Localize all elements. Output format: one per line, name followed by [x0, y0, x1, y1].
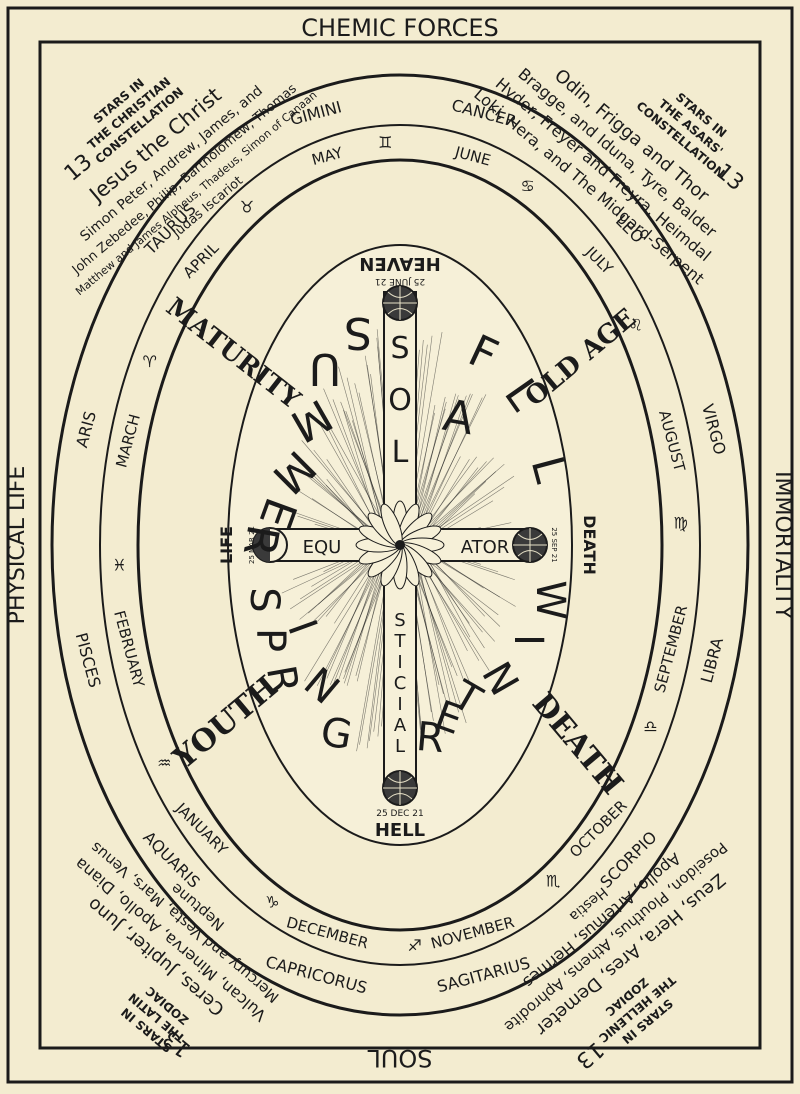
zodiac-symbol-icon: ♋	[520, 176, 534, 195]
globe-right	[512, 527, 548, 563]
border-bottom-label: SOUL	[367, 1044, 433, 1072]
cross-vertical-top-text: S O L	[388, 331, 412, 470]
zodiac-symbol-icon: ♉	[240, 197, 254, 216]
zodiac-symbol-icon: ♏	[546, 872, 560, 891]
sticial-letter: I	[397, 694, 402, 715]
center-flower	[355, 500, 445, 590]
winter-letter: I	[505, 634, 551, 646]
summer-letter: S	[344, 307, 372, 358]
zodiac-month-november: NOVEMBER	[429, 913, 516, 953]
zodiac-symbol-icon: ♊	[378, 133, 392, 152]
zodiac-month-april: APRIL	[180, 239, 223, 282]
life-label: LIFE	[217, 526, 236, 564]
heaven-label: HEAVEN	[359, 253, 440, 274]
summer-letter: U	[309, 343, 341, 394]
spring-letter: S	[241, 587, 287, 612]
zodiac-ring-middle	[99, 124, 701, 966]
date-right: 25 SEP 21	[550, 527, 558, 562]
date-bottom: 25 DEC 21	[376, 809, 424, 819]
zodiac-sign-pisces: PISCES	[72, 631, 105, 690]
zodiac-month-may: MAY	[310, 143, 346, 169]
date-top: 25 JUNE 21	[375, 276, 425, 286]
zodiac-sign-virgo: VIRGO	[698, 402, 730, 457]
zodiac-month-june: JUNE	[452, 143, 493, 170]
death-age-label: DEATH	[525, 686, 630, 801]
equ-label: EQU	[303, 537, 342, 558]
border-left-label: PHYSICAL LIFE	[5, 466, 30, 625]
sol-letter-2: O	[388, 383, 412, 418]
zodiac-symbol-icon: ♑	[265, 893, 279, 912]
sticial-letter: C	[394, 673, 407, 694]
inner-frame	[38, 40, 762, 1050]
winter-letter: R	[414, 714, 446, 762]
sticial-letter: I	[397, 652, 402, 673]
winter-letter: W	[527, 580, 573, 620]
zodiac-sign-aris: ARIS	[72, 409, 100, 450]
globe-top	[382, 285, 418, 321]
border-right-label: IMMORTALITY	[770, 471, 795, 619]
ator-label: ATOR	[461, 537, 510, 558]
sol-letter-1: S	[390, 331, 409, 366]
sticial-letter: S	[394, 610, 405, 631]
sticial-letter: A	[394, 715, 407, 736]
sticial-letter: T	[394, 631, 407, 652]
zodiac-symbol-icon: ♍	[673, 513, 687, 532]
outer-frame	[6, 6, 794, 1084]
zodiac-symbol-icon: ♌	[628, 316, 642, 335]
globe-left	[252, 527, 288, 563]
zodiac-ring-outer	[50, 73, 750, 1017]
christian-constellation: 13 STARS IN THE CHRISTIAN CONSTELLATION …	[60, 75, 320, 299]
hell-label: HELL	[375, 820, 425, 841]
zodiac-symbol-icon: ♈	[142, 352, 156, 371]
christian-count: 13	[60, 149, 98, 186]
zodiac-month-march: MARCH	[112, 412, 144, 469]
zodiac-symbol-icon: ♐	[408, 936, 422, 955]
old-age-label: OLD AGE	[520, 303, 642, 413]
spring-letter: P	[247, 628, 293, 652]
zodiac-sign-libra: LIBRA	[697, 635, 727, 684]
zodiac-ring-inner	[136, 158, 664, 932]
globe-bottom	[382, 770, 418, 806]
sticial-letter: L	[395, 736, 405, 757]
zodiac-month-december: DECEMBER	[284, 913, 370, 952]
border-top-label: CHEMIC FORCES	[301, 14, 498, 42]
date-left: 25 MAR 21	[248, 526, 256, 564]
sol-letter-3: L	[392, 435, 409, 470]
zodiac-month-august: AUGUST	[655, 408, 689, 474]
death-side-label: DEATH	[580, 515, 599, 575]
zodiac-symbol-icon: ♒	[157, 753, 171, 772]
zodiac-symbol-icon: ♎	[643, 717, 657, 736]
zodiac-symbol-icon: ♓	[112, 556, 126, 575]
